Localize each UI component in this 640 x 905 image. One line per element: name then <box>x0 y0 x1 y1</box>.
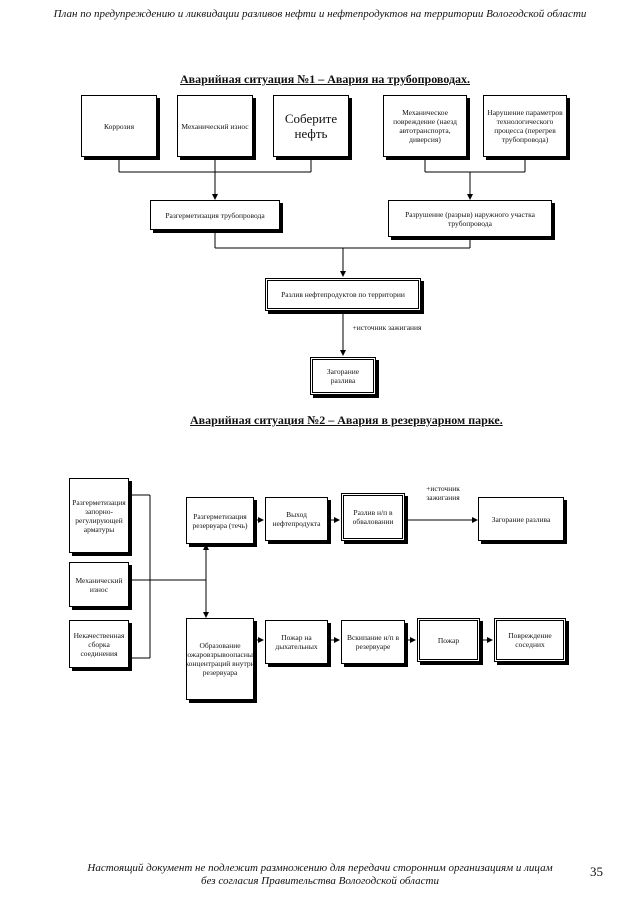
cause-process-violation: Нарушение параметров технологического пр… <box>483 95 567 157</box>
scheme2-title: Аварийная ситуация №2 – Авария в резерву… <box>190 413 503 427</box>
footer-line-1: Настоящий документ не подлежит размножен… <box>87 862 553 874</box>
cause-mechanical-wear-2: Механический износ <box>69 562 129 607</box>
pipeline-rupture: Разрушение (разрыв) наружного участка тр… <box>388 200 552 237</box>
scheme1-title: Аварийная ситуация №1 – Авария на трубоп… <box>180 72 471 86</box>
cause-corrosion: Коррозия <box>81 95 157 157</box>
scheme2-fire: Загорание разлива <box>478 497 564 541</box>
explosive-concentration: Образование пожаровзрывоопасных концентр… <box>186 618 254 700</box>
tank-depressurization: Разгерметизация резервуара (течь) <box>186 497 254 544</box>
scheme1-fire: Загорание разлива <box>310 357 376 395</box>
scheme2-fire-2: Пожар <box>417 618 480 662</box>
product-release: Выход нефтепродукта <box>265 497 328 541</box>
scheme2-spill: Разлив н/п в обваловании <box>341 493 405 541</box>
breathing-valve-fire: Пожар на дыхательных <box>265 620 328 664</box>
scheme2-ignition-note: +источник зажигания <box>426 484 460 502</box>
footer-line-2: без согласия Правительства Вологодской о… <box>201 875 439 887</box>
cause-mechanical-damage: Механическое повреждение (наезд автотран… <box>383 95 467 157</box>
page-footer: Настоящий документ не подлежит размножен… <box>60 862 580 888</box>
adjacent-damage: Повреждение соседних <box>494 618 566 662</box>
cause-poor-assembly: Некачественная сборка соединения <box>69 620 129 668</box>
cause-collect-oil: Соберите нефть <box>273 95 349 157</box>
cause-valve-depressurization: Разгерметизация запорно-регулирующей арм… <box>69 478 129 553</box>
boilover: Вскипание н/п в резервуаре <box>341 620 405 664</box>
page-header: План по предупреждению и ликвидации разл… <box>53 8 587 20</box>
pipeline-depressurization: Разгерметизация трубопровода <box>150 200 280 230</box>
page-number: 35 <box>590 864 603 879</box>
scheme1-ignition-note: +источник зажигания <box>352 323 422 332</box>
scheme1-spill: Разлив нефтепродуктов по территории <box>265 278 421 311</box>
cause-mechanical-wear: Механический износ <box>177 95 253 157</box>
